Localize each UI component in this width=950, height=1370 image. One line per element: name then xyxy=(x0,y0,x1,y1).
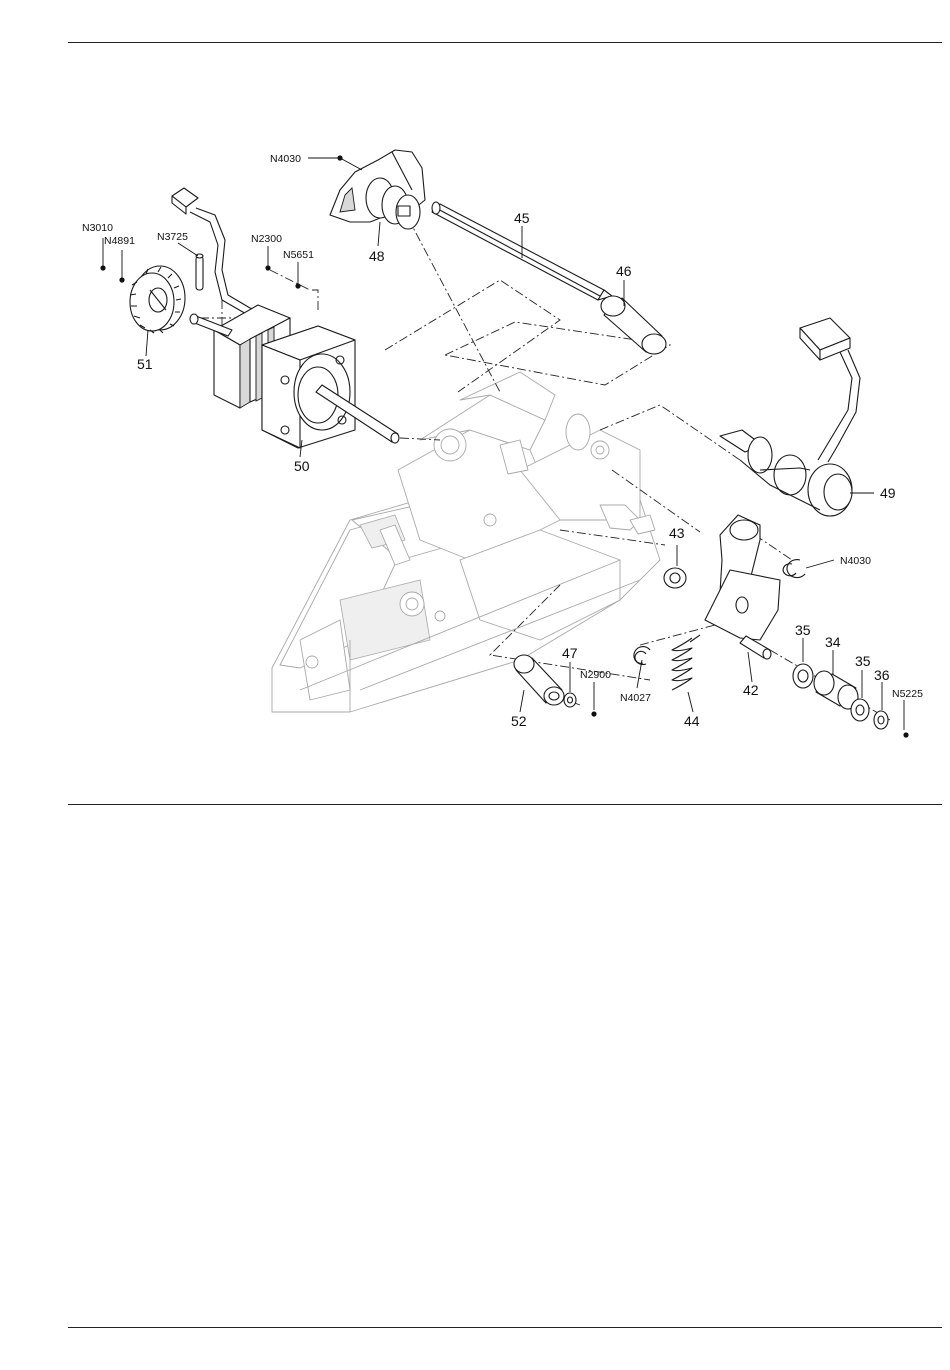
part-46-sleeve xyxy=(601,296,666,354)
part-44-spring xyxy=(672,635,700,690)
label-n4030-top: N4030 xyxy=(270,153,301,165)
n4030-eclip-right xyxy=(783,560,805,578)
label-49: 49 xyxy=(880,485,896,501)
label-35-b: 35 xyxy=(855,653,871,669)
label-43: 43 xyxy=(669,525,685,541)
part-36-washer xyxy=(874,711,888,729)
part-51-gear xyxy=(130,266,185,333)
label-50: 50 xyxy=(294,458,310,474)
part-47-washer xyxy=(564,693,576,707)
label-n4030-right: N4030 xyxy=(840,555,871,567)
label-n5651: N5651 xyxy=(283,249,314,261)
part-42-lever xyxy=(705,515,780,659)
part-48-cam xyxy=(330,150,425,229)
part-34-bushing xyxy=(814,671,858,709)
label-n3725: N3725 xyxy=(157,231,188,243)
part-50-motor xyxy=(190,305,399,448)
label-36: 36 xyxy=(874,667,890,683)
label-42: 42 xyxy=(743,682,759,698)
label-34: 34 xyxy=(825,634,841,650)
label-44: 44 xyxy=(684,713,700,729)
label-47: 47 xyxy=(562,645,578,661)
label-51: 51 xyxy=(137,356,153,372)
label-n4027: N4027 xyxy=(620,692,651,704)
part-43-washer xyxy=(664,568,686,588)
label-45: 45 xyxy=(514,210,530,226)
label-35-a: 35 xyxy=(795,622,811,638)
label-48: 48 xyxy=(369,248,385,264)
label-n3010: N3010 xyxy=(82,222,113,234)
part-49-sensor xyxy=(720,318,860,516)
label-n2900: N2900 xyxy=(580,669,611,681)
part-35-bearing-b xyxy=(851,699,869,721)
label-n2300: N2300 xyxy=(251,233,282,245)
label-52: 52 xyxy=(511,713,527,729)
label-n5225: N5225 xyxy=(892,688,923,700)
label-46: 46 xyxy=(616,263,632,279)
motor-cable xyxy=(172,188,265,318)
part-35-bearing-a xyxy=(793,664,813,688)
n3725-pin xyxy=(196,254,203,290)
label-n4891: N4891 xyxy=(104,235,135,247)
